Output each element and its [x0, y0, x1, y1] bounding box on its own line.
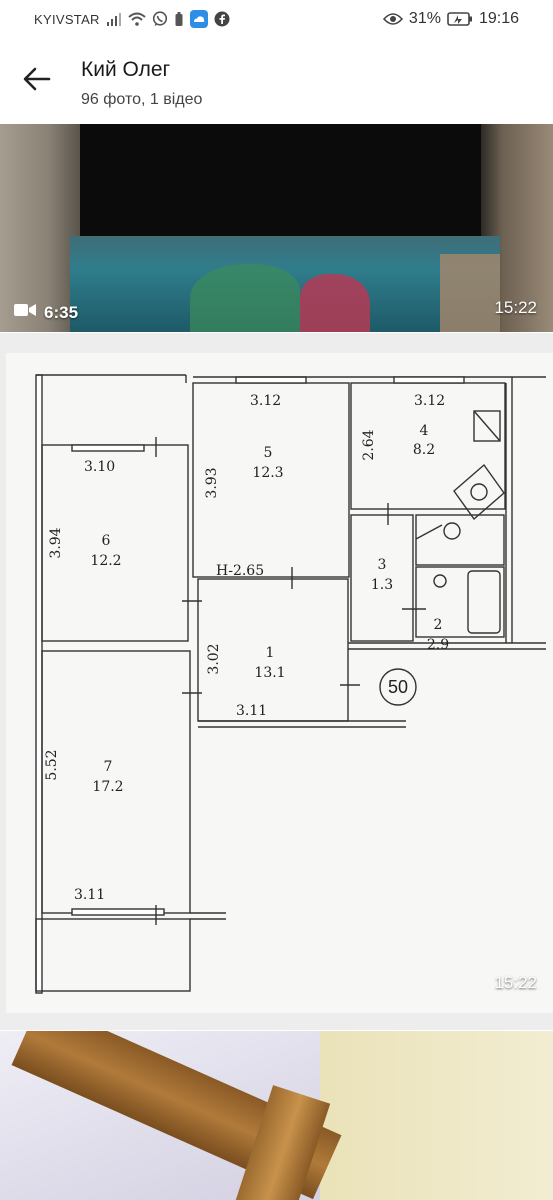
floor-plan-number: 50: [388, 677, 408, 697]
status-time: 19:16: [478, 10, 519, 27]
room-6-dimension: 3.94: [48, 527, 64, 558]
room-2-number: 2: [434, 617, 443, 633]
video-frame-carpet-pattern: [190, 264, 300, 332]
room-4-number: 4: [420, 423, 429, 439]
album-title: Кий Олег: [81, 58, 171, 81]
back-button[interactable]: [16, 60, 58, 102]
room-7-area: 17.2: [92, 779, 123, 795]
room-5-number: 5: [264, 445, 273, 461]
video-frame-wall-left: [0, 124, 80, 332]
room-3-area: 1.3: [371, 577, 393, 593]
eye-icon: [382, 12, 403, 26]
album-subtitle: 96 фото, 1 відео: [81, 91, 203, 108]
album-header: Кий Олег 96 фото, 1 відео: [0, 38, 553, 124]
photo-frame-wall: [320, 1031, 553, 1200]
video-frame-dark-area: [80, 124, 482, 244]
floor-plan-sheet: 3.12 3.12 3.10 5 12.3 3.93 4 8.2 2.64 6 …: [6, 353, 553, 1013]
status-left: KYIVSTAR: [34, 10, 230, 28]
floor-plan-label-top-mid: 3.12: [250, 393, 281, 409]
video-duration-badge: 6:35: [14, 302, 78, 323]
video-thumbnail[interactable]: 6:35 15:22: [0, 124, 553, 332]
video-duration: 6:35: [44, 302, 79, 322]
facebook-icon: [214, 11, 230, 27]
room-5-dimension: 3.93: [204, 467, 220, 498]
floor-plan-thumbnail[interactable]: 3.12 3.12 3.10 5 12.3 3.93 4 8.2 2.64 6 …: [0, 333, 553, 1030]
floor-plan-drawing: 3.12 3.12 3.10 5 12.3 3.93 4 8.2 2.64 6 …: [35, 374, 546, 994]
room-6-number: 6: [102, 533, 111, 549]
room-4-dimension: 2.64: [361, 429, 377, 460]
wifi-icon: [128, 12, 146, 26]
video-frame-carpet-pattern: [300, 274, 370, 332]
video-frame-floor: [440, 254, 500, 332]
photo-thumbnail[interactable]: [0, 1031, 553, 1200]
room-6-area: 12.2: [90, 553, 121, 569]
room-4-area: 8.2: [413, 442, 435, 458]
signal-icon: [106, 12, 122, 26]
media-time-label: 15:22: [494, 298, 537, 317]
carrier-label: KYIVSTAR: [34, 11, 100, 27]
floor-plan-label-corridor-bottom: 3.11: [236, 703, 267, 719]
status-bar: KYIVSTAR 31% 19:16: [0, 0, 553, 38]
room-3-number: 3: [378, 557, 387, 573]
room-2-area: 2.9: [427, 637, 449, 653]
battery-percent: 31%: [408, 10, 441, 27]
floor-plan-label-top-right: 3.12: [414, 393, 445, 409]
room-1-dimension: 3.02: [206, 643, 222, 674]
floor-plan-label-room6-top: 3.10: [84, 459, 115, 475]
video-camera-icon: [14, 302, 36, 323]
room-7-dimension: 5.52: [44, 749, 60, 780]
room-5-area: 12.3: [252, 465, 283, 481]
room-1-area: 13.1: [254, 665, 285, 681]
arrow-back-icon: [23, 67, 51, 96]
floor-plan-ceiling-height: Н-2.65: [216, 563, 264, 579]
room-7-number: 7: [104, 759, 113, 775]
cloud-icon: [189, 10, 208, 28]
battery-icon: [447, 12, 473, 26]
media-time-label: 15:22: [494, 973, 537, 992]
room-1-number: 1: [266, 645, 275, 661]
viber-icon: [152, 11, 168, 27]
battery-saver-icon: [174, 11, 184, 27]
status-right: 31% 19:16: [382, 9, 519, 29]
floor-plan-label-room7-bottom: 3.11: [74, 887, 105, 903]
